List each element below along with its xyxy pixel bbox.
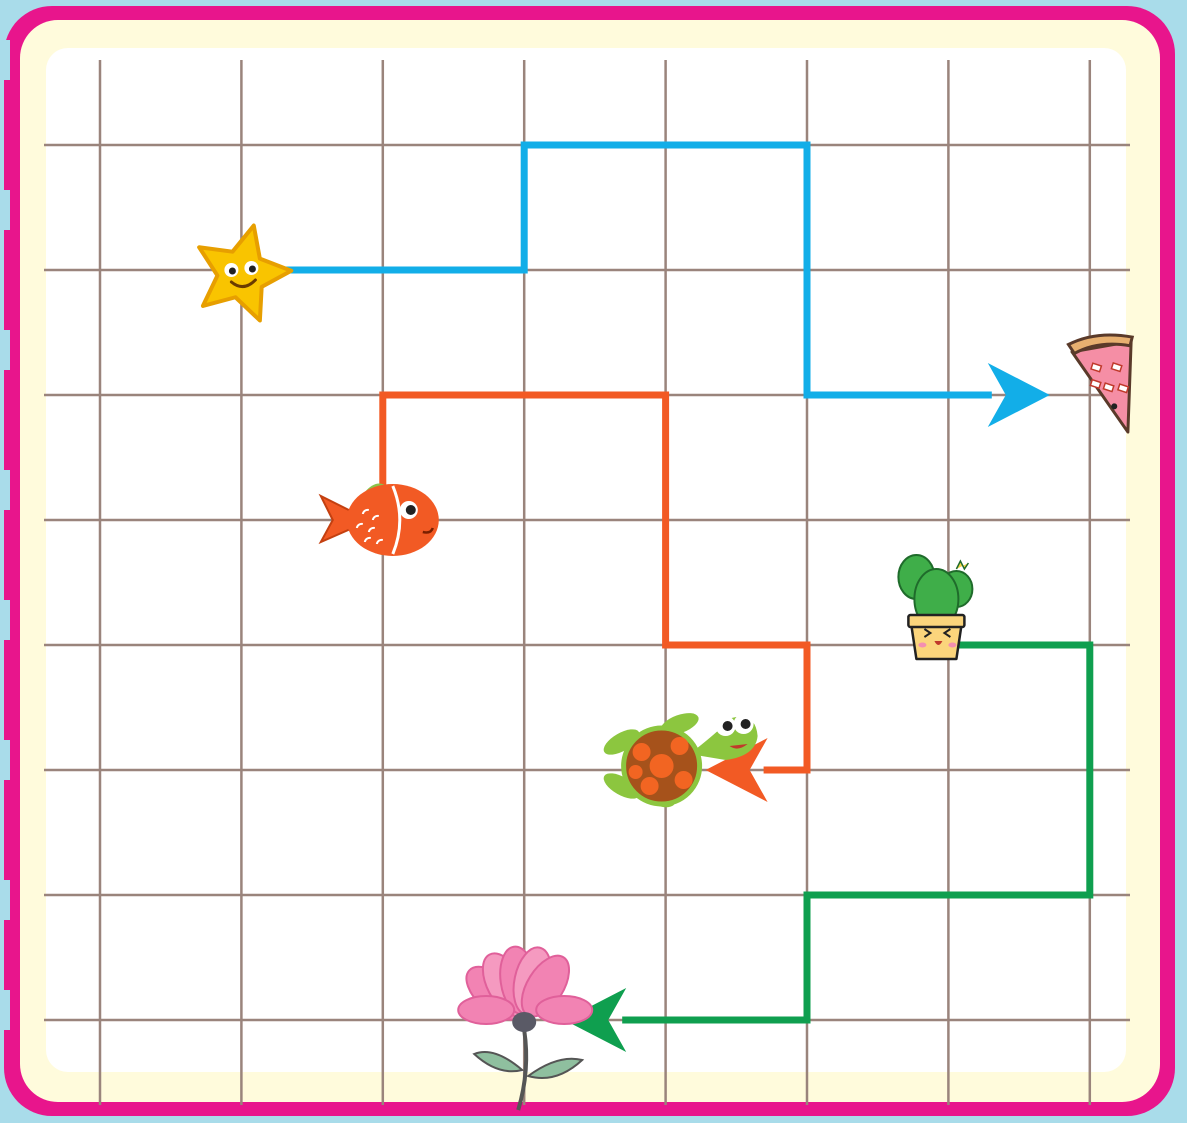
binding-notch xyxy=(0,40,10,80)
binding-notch xyxy=(0,740,10,780)
board-frame xyxy=(0,6,1175,1116)
binding-notch xyxy=(0,330,10,370)
binding-notch xyxy=(0,880,10,920)
grid-panel xyxy=(46,48,1126,1072)
binding-notch xyxy=(0,470,10,510)
binding-notch xyxy=(0,990,10,1030)
binding-notch xyxy=(0,600,10,640)
binding-notch xyxy=(0,190,10,230)
